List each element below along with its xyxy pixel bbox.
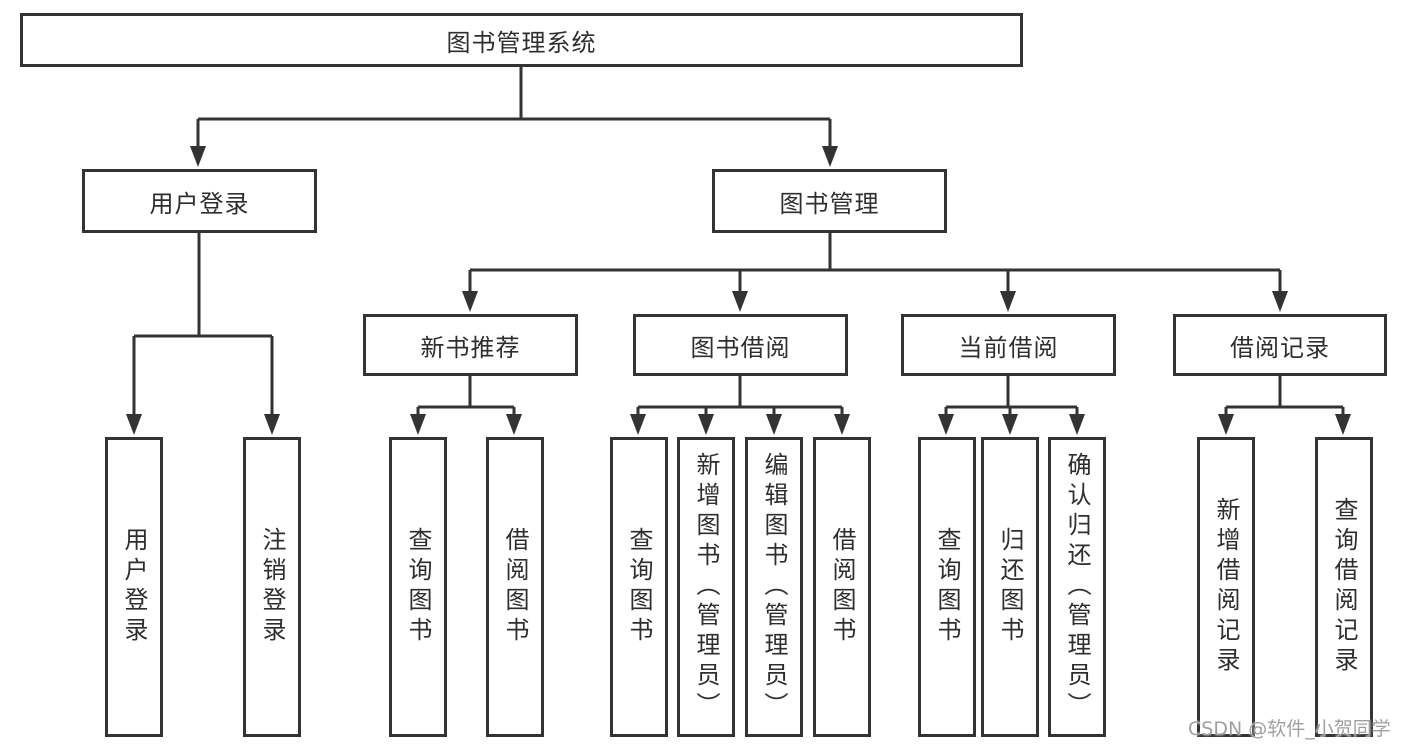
arrow-down-icon xyxy=(264,414,280,435)
arrow-down-icon xyxy=(506,414,522,435)
arrow-down-icon xyxy=(834,414,850,435)
node-current-borrow: 当前借阅 xyxy=(901,314,1116,376)
connector-borrow-to-leaves xyxy=(636,376,844,418)
arrow-down-icon xyxy=(1272,291,1288,312)
arrow-down-icon xyxy=(1002,414,1018,435)
arrow-down-icon xyxy=(630,414,646,435)
leaf-newrec-borrow-books: 借阅图书 xyxy=(486,437,544,737)
arrow-down-icon xyxy=(822,146,838,167)
csdn-watermark: CSDN @软件_小贺同学 xyxy=(1188,718,1391,740)
node-user-login: 用户登录 xyxy=(82,169,317,233)
arrow-down-icon xyxy=(126,414,142,435)
leaf-borrow-edit-books-admin: 编辑图书（管理员） xyxy=(745,437,803,737)
leaf-records-query-record: 查询借阅记录 xyxy=(1315,437,1373,737)
node-borrow-records: 借阅记录 xyxy=(1173,314,1387,376)
arrow-down-icon xyxy=(410,414,426,435)
connector-root-to-level2 xyxy=(196,66,832,150)
node-new-book-recommend: 新书推荐 xyxy=(363,314,578,376)
arrow-down-icon xyxy=(766,414,782,435)
leaf-newrec-query-books: 查询图书 xyxy=(389,437,447,737)
leaf-current-confirm-return-admin: 确认归还（管理员） xyxy=(1048,437,1106,737)
arrow-down-icon xyxy=(1069,414,1085,435)
connector-bookmgmt-to-level3 xyxy=(468,233,1282,295)
arrow-down-icon xyxy=(190,146,206,167)
connector-lines xyxy=(132,66,1345,418)
connector-current-to-leaves xyxy=(944,376,1079,418)
node-root-system: 图书管理系统 xyxy=(20,13,1023,67)
leaf-borrow-query-books: 查询图书 xyxy=(610,437,668,737)
leaf-records-add-record: 新增借阅记录 xyxy=(1197,437,1255,737)
arrow-down-icon xyxy=(732,291,748,312)
connector-userlogin-to-leaves xyxy=(132,233,274,418)
arrowhead-icons xyxy=(126,146,1351,435)
leaf-borrow-add-books-admin: 新增图书（管理员） xyxy=(677,437,735,737)
arrow-down-icon xyxy=(698,414,714,435)
leaf-current-return-books: 归还图书 xyxy=(981,437,1039,737)
leaf-user-login: 用户登录 xyxy=(105,437,163,737)
connector-newrec-to-leaves xyxy=(416,376,516,418)
node-book-management: 图书管理 xyxy=(712,169,947,233)
arrow-down-icon xyxy=(938,414,954,435)
leaf-logout: 注销登录 xyxy=(243,437,301,737)
leaf-current-query-books: 查询图书 xyxy=(918,437,976,737)
node-book-borrow: 图书借阅 xyxy=(633,314,848,376)
connector-records-to-leaves xyxy=(1224,376,1345,418)
arrow-down-icon xyxy=(1000,291,1016,312)
arrow-down-icon xyxy=(462,291,478,312)
leaf-borrow-borrow-books: 借阅图书 xyxy=(813,437,871,737)
arrow-down-icon xyxy=(1335,414,1351,435)
arrow-down-icon xyxy=(1218,414,1234,435)
